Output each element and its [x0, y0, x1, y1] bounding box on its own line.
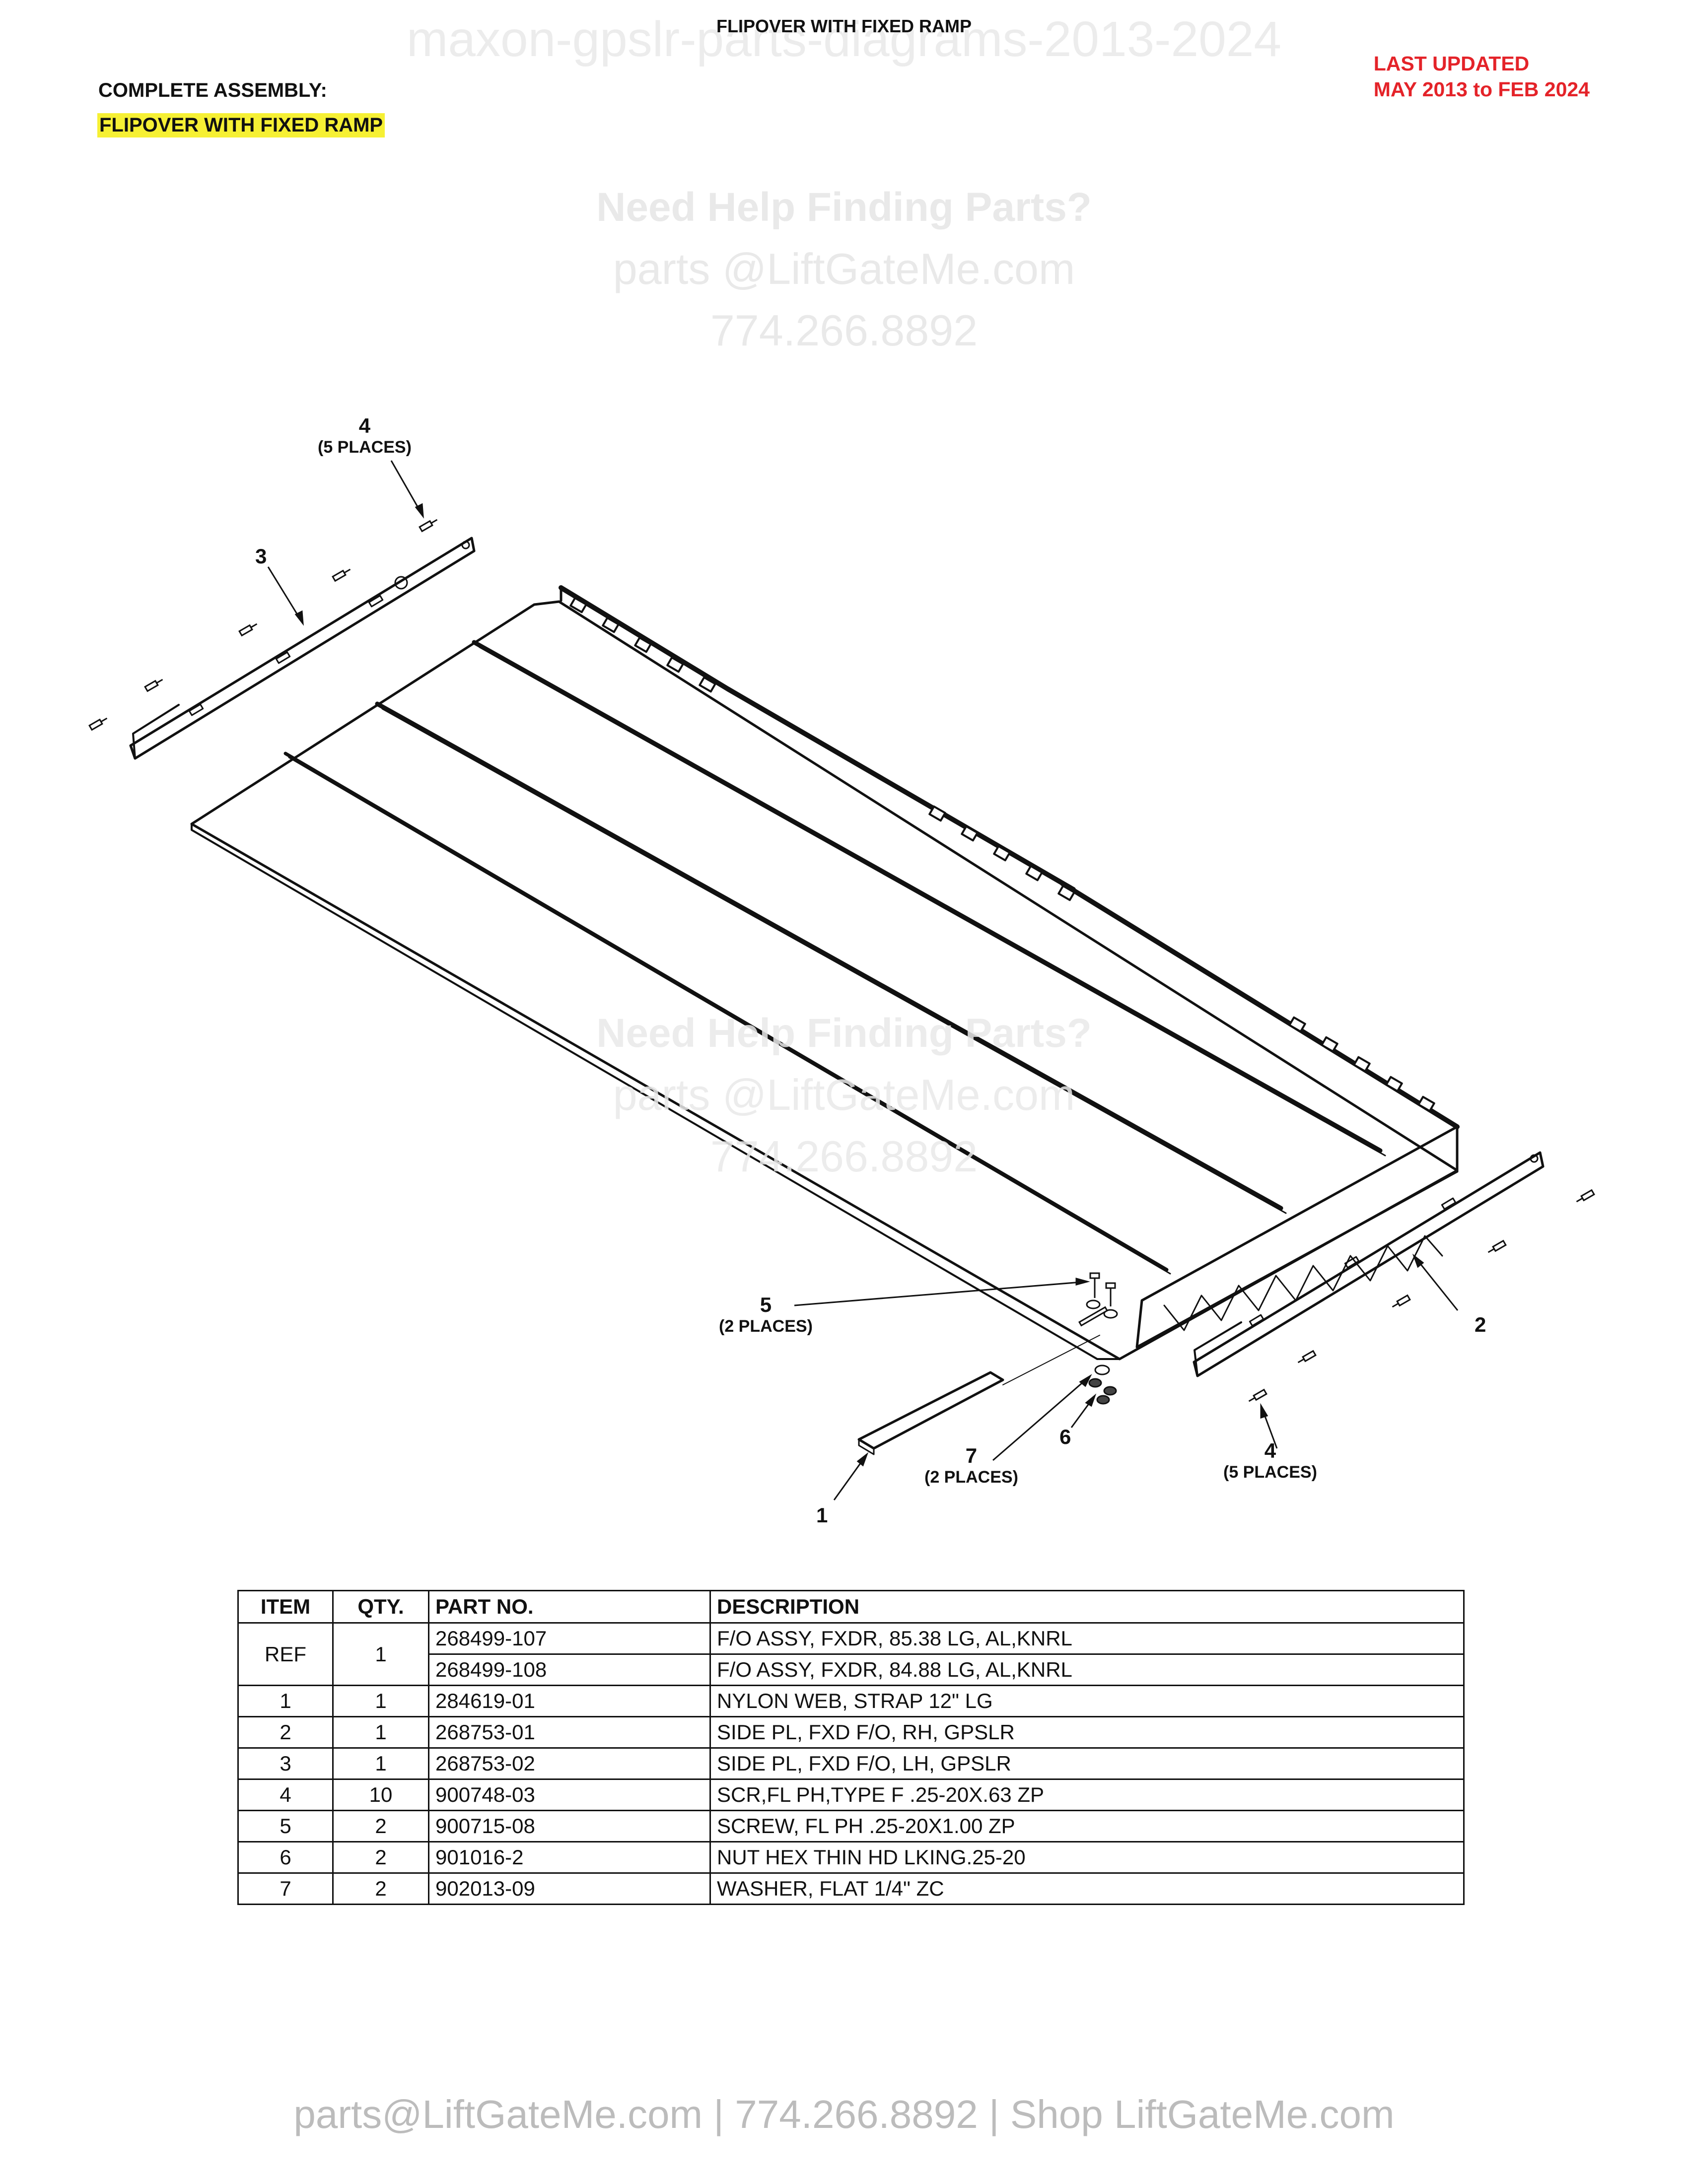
watermark-title: maxon-gpslr-parts-diagrams-2013-2024 [407, 11, 1281, 67]
table-row: 4 10 900748-03 SCR,FL PH,TYPE F .25-20X.… [237, 1778, 1465, 1811]
assembly-name: FLIPOVER WITH FIXED RAMP [97, 113, 385, 137]
cell-description: SCR,FL PH,TYPE F .25-20X.63 ZP [709, 1778, 1465, 1811]
cell-item: 1 [237, 1685, 334, 1717]
cell-item: 6 [237, 1841, 334, 1874]
exploded-parts-diagram [88, 460, 1595, 1501]
callout-places: (2 PLACES) [719, 1317, 813, 1336]
callout-number: 2 [1475, 1313, 1486, 1336]
callout-item-4-bottom: 4 (5 PLACES) [1223, 1439, 1317, 1482]
cell-part-no: 900748-03 [428, 1778, 711, 1811]
cell-description: SCREW, FL PH .25-20X1.00 ZP [709, 1810, 1465, 1843]
watermark-help-phone: 774.266.8892 [710, 1132, 978, 1181]
watermark-help-heading: Need Help Finding Parts? [596, 1011, 1092, 1056]
cell-description: NYLON WEB, STRAP 12" LG [709, 1685, 1465, 1717]
watermark-help-email: parts @LiftGateMe.com [613, 1070, 1075, 1119]
cell-description: F/O ASSY, FXDR, 84.88 LG, AL,KNRL [709, 1653, 1465, 1686]
callout-number: 1 [816, 1503, 828, 1527]
watermark-help-email: parts @LiftGateMe.com [613, 244, 1075, 293]
cell-item: 3 [237, 1747, 334, 1780]
callout-places: (5 PLACES) [1223, 1463, 1317, 1482]
cell-qty: 1 [332, 1685, 429, 1717]
cell-part-no: 268499-107 [428, 1622, 711, 1655]
table-row: 1 1 284619-01 NYLON WEB, STRAP 12" LG [237, 1685, 1465, 1717]
callout-item-4-top: 4 (5 PLACES) [318, 414, 412, 457]
callout-item-2: 2 [1475, 1313, 1486, 1336]
callout-places: (5 PLACES) [318, 438, 412, 457]
cell-description: WASHER, FLAT 1/4" ZC [709, 1872, 1465, 1905]
side-plate-lh [129, 537, 476, 760]
callout-number: 5 [760, 1293, 772, 1316]
callout-number: 7 [965, 1444, 978, 1467]
cell-part-no: 902013-09 [428, 1872, 711, 1905]
watermark-help-phone: 774.266.8892 [710, 306, 978, 355]
cell-item: 4 [237, 1778, 334, 1811]
table-row: 3 1 268753-02 SIDE PL, FXD F/O, LH, GPSL… [237, 1747, 1465, 1780]
rail-notches [569, 597, 1435, 1112]
callout-item-3: 3 [255, 545, 267, 568]
callout-item-6: 6 [1059, 1426, 1071, 1448]
cell-item: 2 [237, 1716, 334, 1749]
screws-rh [1248, 1189, 1595, 1402]
parts-table: ITEM QTY. PART NO. DESCRIPTION REF 1 268… [237, 1590, 1465, 1905]
callout-number: 6 [1059, 1425, 1071, 1448]
cell-description: F/O ASSY, FXDR, 85.38 LG, AL,KNRL [709, 1622, 1465, 1655]
table-row: 7 2 902013-09 WASHER, FLAT 1/4" ZC [237, 1872, 1465, 1905]
leader-lines [267, 460, 1459, 1501]
watermark-help-middle: Need Help Finding Parts? parts @LiftGate… [0, 1003, 1688, 1187]
nylon-web-strap [857, 1371, 1004, 1450]
cell-qty: 10 [332, 1778, 429, 1811]
screws-lh [88, 519, 438, 731]
last-updated-range: MAY 2013 to FEB 2024 [1373, 78, 1590, 101]
callout-item-5: 5 (2 PLACES) [719, 1294, 813, 1336]
callout-places: (2 PLACES) [924, 1468, 1018, 1487]
hardware-cluster [1078, 1272, 1118, 1405]
callout-item-1: 1 [816, 1504, 828, 1527]
table-header-row: ITEM QTY. PART NO. DESCRIPTION [237, 1590, 1465, 1624]
header-item: ITEM [237, 1590, 334, 1624]
header-qty: QTY. [332, 1590, 429, 1624]
callout-item-7: 7 (2 PLACES) [924, 1444, 1018, 1487]
cell-qty: 2 [332, 1810, 429, 1843]
callout-number: 3 [255, 545, 267, 568]
cell-part-no: 901016-2 [428, 1841, 711, 1874]
callout-number: 4 [1264, 1439, 1276, 1462]
cell-item: REF [237, 1622, 334, 1686]
last-updated-label: LAST UPDATED [1373, 52, 1530, 75]
cell-item: 7 [237, 1872, 334, 1905]
table-row: 5 2 900715-08 SCREW, FL PH .25-20X1.00 Z… [237, 1810, 1465, 1843]
header-description: DESCRIPTION [709, 1590, 1465, 1624]
ramp-plate-edge [191, 823, 1121, 1360]
footer-contact: parts@LiftGateMe.com | 774.266.8892 | Sh… [293, 2092, 1395, 2136]
cell-description: SIDE PL, FXD F/O, LH, GPSLR [709, 1747, 1465, 1780]
cell-part-no: 268753-01 [428, 1716, 711, 1749]
cell-item: 5 [237, 1810, 334, 1843]
side-plate-rh [1193, 1151, 1545, 1377]
table-row: 6 2 901016-2 NUT HEX THIN HD LKING.25-20 [237, 1841, 1465, 1874]
table-row: 268499-108 F/O ASSY, FXDR, 84.88 LG, AL,… [238, 1653, 1465, 1686]
cell-qty: 2 [332, 1841, 429, 1874]
callout-number: 4 [358, 414, 371, 437]
page-title: FLIPOVER WITH FIXED RAMP [716, 16, 972, 36]
cell-part-no: 268753-02 [428, 1747, 711, 1780]
cell-description: NUT HEX THIN HD LKING.25-20 [709, 1841, 1465, 1874]
cell-part-no: 268499-108 [428, 1653, 711, 1686]
ramp-grooves [283, 640, 1386, 1275]
cell-part-no: 900715-08 [428, 1810, 711, 1843]
watermark-help-heading: Need Help Finding Parts? [596, 185, 1092, 230]
cell-qty: 1 [332, 1622, 429, 1686]
assembly-label: COMPLETE ASSEMBLY: [98, 79, 327, 101]
table-row: 2 1 268753-01 SIDE PL, FXD F/O, RH, GPSL… [237, 1716, 1465, 1749]
extrusion-end [1135, 1125, 1459, 1349]
table-row: REF 1 268499-107 F/O ASSY, FXDR, 85.38 L… [237, 1622, 1465, 1686]
ramp-plate [190, 600, 1459, 1361]
watermark-help-top: Need Help Finding Parts? parts @LiftGate… [0, 177, 1688, 361]
cell-qty: 1 [332, 1716, 429, 1749]
header-part-no: PART NO. [428, 1590, 711, 1624]
cell-qty: 2 [332, 1872, 429, 1905]
last-updated: LAST UPDATED MAY 2013 to FEB 2024 [1374, 51, 1590, 102]
cell-description: SIDE PL, FXD F/O, RH, GPSLR [709, 1716, 1465, 1749]
cell-qty: 1 [332, 1747, 429, 1780]
cell-part-no: 284619-01 [428, 1685, 711, 1717]
